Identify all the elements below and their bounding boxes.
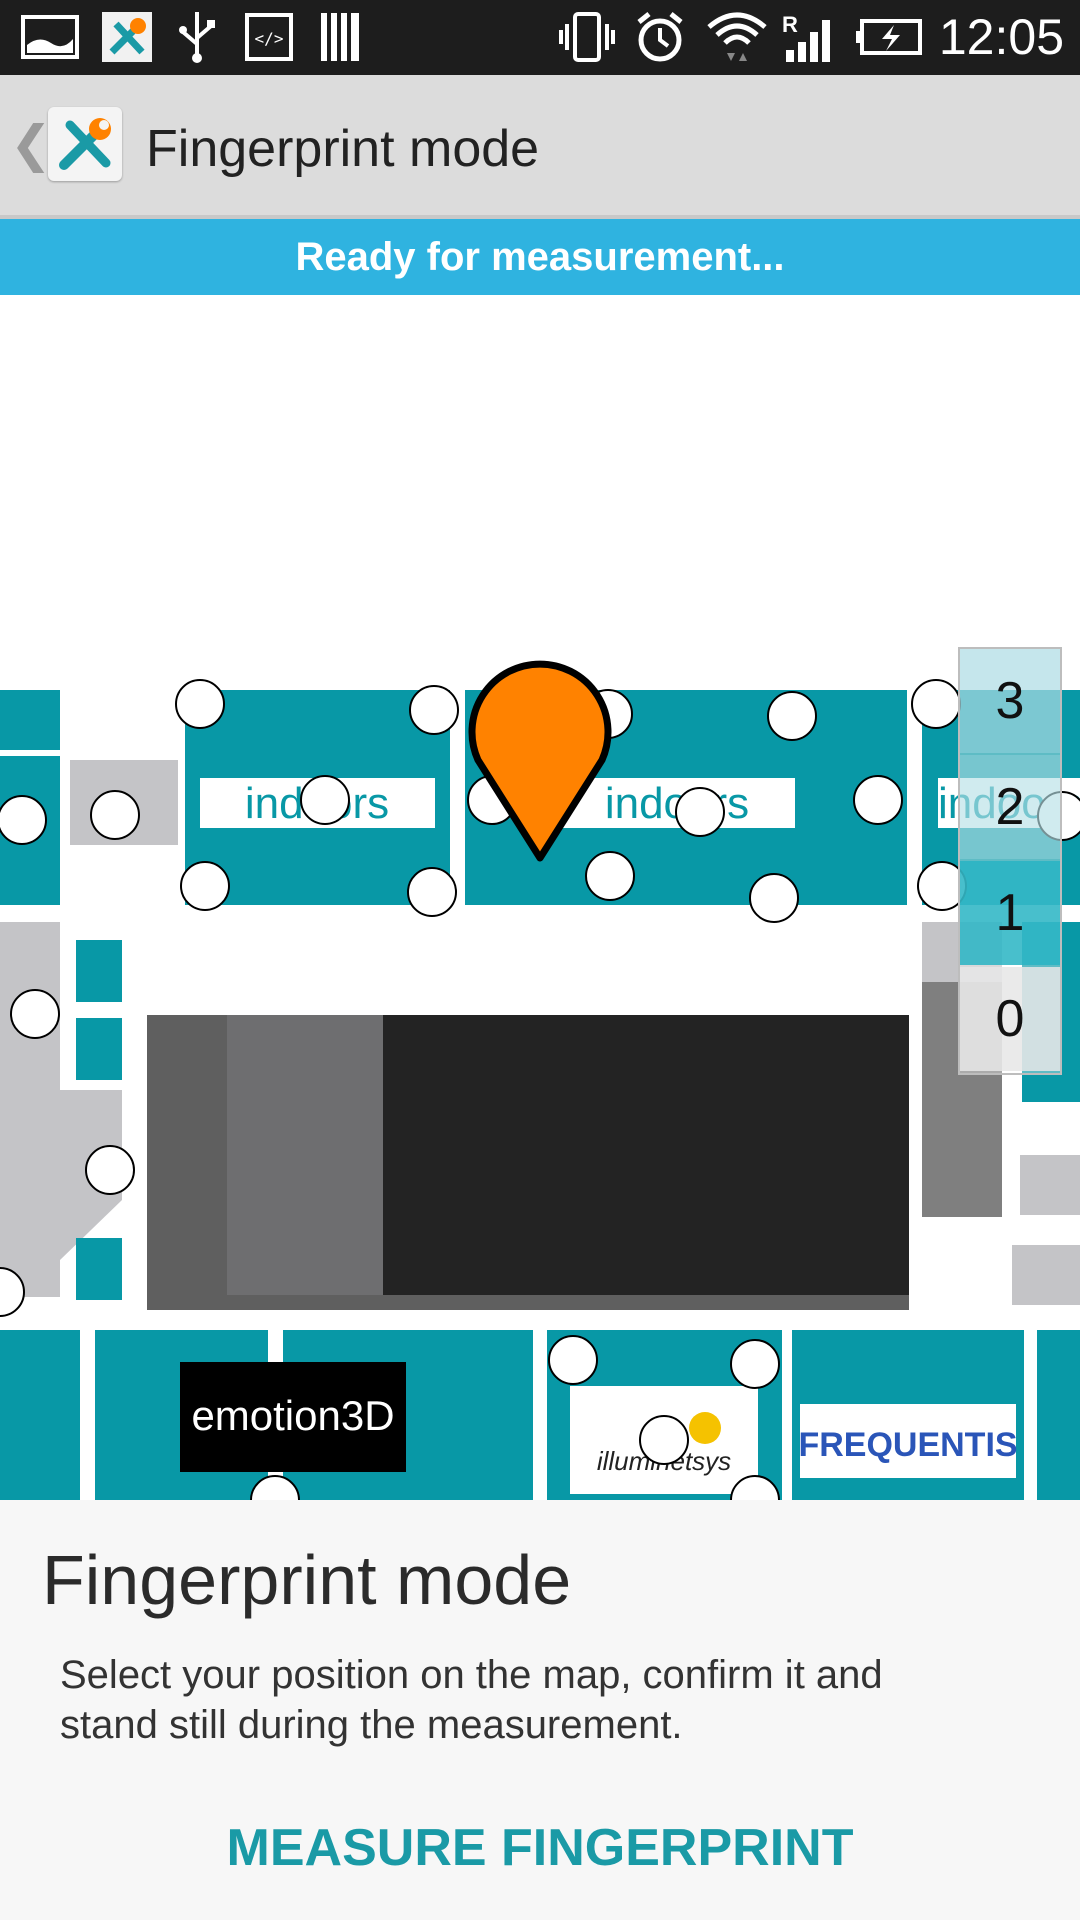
- fingerprint-point[interactable]: [250, 1475, 300, 1500]
- back-icon[interactable]: ❮: [10, 116, 52, 172]
- fingerprint-point[interactable]: [730, 1339, 780, 1389]
- floor-map[interactable]: indoors indoors indoors emotion3D illumi…: [0, 295, 1080, 1500]
- fingerprint-point[interactable]: [853, 775, 903, 825]
- usb-icon: [172, 12, 222, 63]
- status-banner: Ready for measurement...: [0, 219, 1080, 295]
- fingerprint-point[interactable]: [548, 1335, 598, 1385]
- panel-description: Select your position on the map, confirm…: [60, 1653, 883, 1747]
- booth-logo: emotion3D: [191, 1392, 394, 1439]
- fingerprint-point[interactable]: [300, 775, 350, 825]
- fingerprint-point[interactable]: [0, 795, 47, 845]
- fingerprint-point[interactable]: [180, 861, 230, 911]
- fingerprint-point[interactable]: [639, 1415, 689, 1465]
- booth-logo: FREQUENTIS: [798, 1426, 1017, 1464]
- wifi-icon: [704, 12, 770, 62]
- barcode-icon: [318, 12, 364, 62]
- alarm-icon: [632, 12, 688, 62]
- fingerprint-point[interactable]: [175, 679, 225, 729]
- floor-button-0[interactable]: 0: [960, 967, 1060, 1071]
- map-corridor: [0, 922, 60, 1297]
- fingerprint-point[interactable]: [0, 1267, 25, 1317]
- battery-charging-icon: [856, 12, 926, 62]
- fingerprint-point[interactable]: [767, 691, 817, 741]
- fingerprint-point[interactable]: [749, 873, 799, 923]
- fingerprint-point[interactable]: [911, 679, 961, 729]
- fingerprint-point[interactable]: [585, 851, 635, 901]
- floor-button-1[interactable]: 1: [960, 861, 1060, 965]
- status-bar: </> R 12:05: [0, 0, 1080, 75]
- signal-icon: R: [780, 12, 840, 62]
- location-marker-icon[interactable]: [468, 660, 612, 862]
- fingerprint-point[interactable]: [407, 867, 457, 917]
- app-icon[interactable]: [48, 107, 122, 181]
- signal-roaming-label: R: [782, 12, 798, 37]
- vibrate-icon: [556, 12, 618, 62]
- gallery-icon: [20, 12, 80, 62]
- fingerprint-point[interactable]: [90, 790, 140, 840]
- panel-title: Fingerprint mode: [42, 1541, 572, 1619]
- code-icon: </>: [244, 12, 294, 62]
- floor-button-3[interactable]: 3: [960, 649, 1060, 753]
- svg-text:</>: </>: [255, 29, 284, 48]
- fingerprint-point[interactable]: [85, 1145, 135, 1195]
- page-title: Fingerprint mode: [146, 120, 540, 178]
- fingerprint-point[interactable]: [675, 787, 725, 837]
- info-panel: Fingerprint mode Select your position on…: [0, 1500, 1080, 1920]
- fingerprint-point[interactable]: [10, 989, 60, 1039]
- fingerprint-point[interactable]: [1037, 791, 1080, 841]
- tools-app-icon: [102, 12, 152, 62]
- measure-fingerprint-button[interactable]: MEASURE FINGERPRINT: [226, 1819, 854, 1877]
- floor-picker[interactable]: 3 2 1 0: [958, 647, 1062, 1075]
- clock: 12:05: [938, 9, 1064, 65]
- fingerprint-point[interactable]: [409, 685, 459, 735]
- floor-button-2[interactable]: 2: [960, 755, 1060, 859]
- action-bar: ❮ Fingerprint mode: [0, 75, 1080, 219]
- fingerprint-point[interactable]: [730, 1475, 780, 1500]
